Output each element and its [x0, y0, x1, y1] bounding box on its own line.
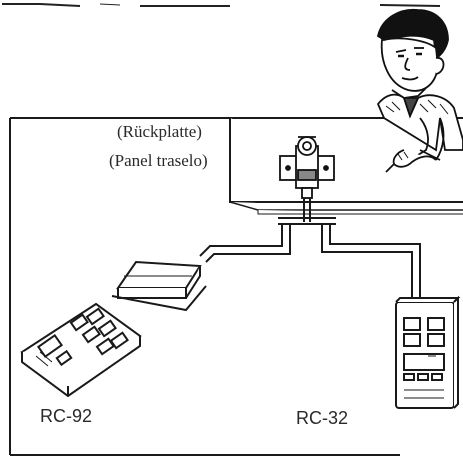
rc32-label: RC-32: [296, 408, 349, 428]
person-icon: [376, 8, 463, 173]
rear-panel-label-spanish: (Panel traselo): [109, 151, 208, 170]
connector-icon: [279, 136, 335, 199]
outer-frame: [9, 117, 400, 456]
rear-panel-label-german: (Rückplatte): [117, 122, 202, 141]
rc32-remote-icon: [395, 295, 461, 409]
rear-panel-box: [229, 117, 463, 215]
rc92-remote-icon: [20, 302, 142, 398]
cable-harness: [199, 198, 421, 302]
top-edge-marks: [2, 3, 441, 7]
rc92-label: RC-92: [40, 406, 93, 426]
junction-box-icon: [111, 260, 207, 312]
